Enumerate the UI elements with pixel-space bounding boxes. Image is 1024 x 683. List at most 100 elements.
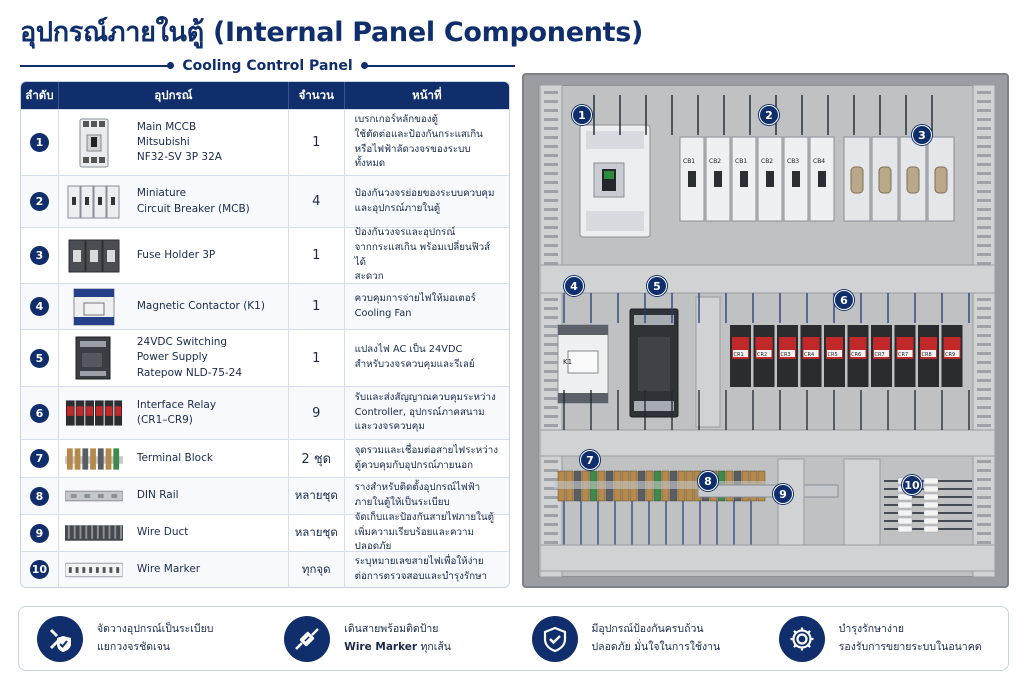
panel-marker-2: 2: [759, 105, 779, 125]
feature-protection-line2: ปลอดภัย มั่นใจในการใช้งาน: [591, 640, 721, 653]
relay-label: CR7: [875, 352, 885, 358]
table-row: 9 Wire Duct หลายชุด จัดเก็บและป้องกันสาย…: [21, 511, 509, 553]
wire-marker-icon: [284, 615, 331, 662]
panel-marker-4: 4: [564, 276, 584, 296]
header-qty: จำนวน: [289, 82, 345, 109]
mcb-label: CB3: [787, 158, 799, 165]
device-function: เบรกเกอร์หลักของตู้ ใช้ตัดต่อและป้องกันก…: [354, 114, 483, 170]
row-number: 6: [29, 403, 49, 423]
device-name: Wire Marker: [136, 562, 201, 575]
device-name: Interface Relay (CR1–CR9): [136, 398, 217, 426]
device-function: จัดเก็บและป้องกันสายไฟภายในตู้ เพิ่มความ…: [354, 511, 494, 553]
device-name: Terminal Block: [136, 451, 213, 464]
mcb-thumbnail-icon: [65, 182, 123, 222]
feature-maintenance-line2: รองรับการขยายระบบในอนาคต: [838, 640, 982, 653]
subtitle-divider-right: [360, 63, 515, 69]
panel-marker-9: 9: [773, 484, 793, 504]
contactor-thumbnail-icon: [65, 287, 123, 327]
table-row: 7 Terminal Block 2 ชุด จุดรวมและเชื่อมต่…: [21, 439, 509, 477]
right-wire-duct: [972, 84, 996, 578]
mcb-device: CB3: [783, 136, 809, 222]
feature-protection-line1: มีอุปกรณ์ป้องกันครบถ้วน: [591, 623, 704, 636]
mcb-device: CB1: [731, 136, 757, 222]
device-name: Wire Duct: [136, 526, 189, 539]
table-row: 1 Main MCCB Mitsubishi NF32-SV 3P 32A 1 …: [21, 109, 509, 175]
din-rail: [554, 481, 774, 489]
header-function: หน้าที่: [412, 87, 442, 102]
wire-marker: [923, 485, 939, 493]
fuse-holder-device: [843, 136, 871, 222]
feature-protection: มีอุปกรณ์ป้องกันครบถ้วนปลอดภัย มั่นใจในก…: [514, 615, 761, 662]
relay-label: CR1: [734, 352, 744, 358]
wire-marker-thumbnail-icon: [64, 550, 123, 588]
feature-organized: จัดวางอุปกรณ์เป็นระเบียบแยกวงจรชัดเจน: [19, 615, 266, 662]
device-function: รับและส่งสัญญาณควบคุมระหว่าง Controller,…: [354, 391, 496, 433]
device-function: ระบุหมายเลขสายไฟเพื่อให้ง่าย ต่อการตรวจส…: [354, 555, 488, 582]
power-supply-thumbnail-icon: [65, 336, 123, 380]
relay-label: CR8: [922, 352, 932, 358]
panel-marker-1: 1: [572, 105, 592, 125]
wire-marker: [923, 517, 939, 525]
power-supply-device: [629, 308, 679, 418]
table-header: ลำดับ อุปกรณ์ จำนวน หน้าที่: [21, 82, 509, 109]
header-device: อุปกรณ์: [59, 82, 289, 109]
mcb-device: CB2: [705, 136, 731, 222]
device-qty: ทุกจุด: [289, 552, 345, 587]
panel-marker-6: 6: [834, 290, 854, 310]
mccb-device: [579, 124, 651, 238]
feature-wire-marker-bold: Wire Marker: [344, 640, 418, 653]
device-qty: 1: [289, 330, 345, 386]
relay-device: CR3: [777, 325, 798, 387]
device-function: ควบคุมการจ่ายไฟให้มอเตอร์ Cooling Fan: [354, 292, 476, 319]
terminal-block-thumbnail-icon: [64, 439, 123, 479]
table-row: 3 Fuse Holder 3P 1 ป้องกันวงจรและอุปกรณ์…: [21, 227, 509, 283]
fuse-holder-thumbnail-icon: [65, 236, 123, 276]
header-no: ลำดับ: [21, 82, 59, 109]
wire-marker: [923, 501, 939, 509]
table-row: 10 Wire Marker ทุกจุด ระบุหมายเลขสายไฟเพ…: [21, 551, 509, 587]
mcb-device: CB4: [809, 136, 835, 222]
tools-shield-icon: [37, 615, 83, 662]
row-number: 4: [29, 297, 49, 316]
row-number: 5: [29, 348, 49, 368]
row-number: 3: [29, 246, 49, 265]
device-name: Fuse Holder 3P: [136, 248, 216, 261]
row-number: 2: [29, 192, 49, 211]
device-qty: 1: [289, 110, 345, 175]
panel-marker-5: 5: [647, 276, 667, 296]
shield-check-icon: [531, 615, 578, 662]
table-row: 5 24VDC Switching Power Supply Ratepow N…: [21, 329, 509, 386]
page-title: อุปกรณ์ภายในตู้ (Internal Panel Componen…: [20, 17, 644, 48]
relay-label: CR3: [781, 352, 791, 358]
mcb-label: CB1: [683, 158, 695, 165]
device-name: Main MCCB Mitsubishi NF32-SV 3P 32A: [136, 120, 222, 164]
contactor-device: K1: [557, 324, 609, 404]
device-qty: 1: [289, 228, 345, 283]
mccb-thumbnail-icon: [65, 118, 123, 167]
wire-marker: [923, 509, 939, 517]
table-row: 6 Interface Relay (CR1–CR9) 9 รับและส่งส…: [21, 386, 509, 439]
panel-marker-8: 8: [698, 471, 718, 491]
row-number: 9: [29, 523, 49, 543]
relay-device: CR7: [894, 325, 916, 387]
wire-marker: [897, 509, 913, 517]
device-qty: 2 ชุด: [289, 440, 345, 477]
wire-marker: [923, 477, 939, 485]
device-qty: 9: [289, 387, 345, 439]
panel-marker-3: 3: [912, 125, 932, 145]
subtitle-divider-left: [20, 63, 175, 69]
relay-label: CR2: [757, 352, 767, 358]
feature-maintenance: บำรุงรักษาง่ายรองรับการขยายระบบในอนาคต: [761, 615, 1008, 662]
relay-label: CR7: [898, 352, 908, 358]
gear-icon: [778, 615, 825, 662]
device-function: แปลงไฟ AC เป็น 24VDC สำหรับวงจรควบคุมและ…: [354, 344, 475, 370]
relay-device: CR7: [871, 325, 892, 387]
mcb-label: CB1: [735, 158, 747, 165]
fuse-holder-device: [899, 136, 927, 222]
device-function: รางสำหรับติดตั้งอุปกรณ์ไฟฟ้า ภายในตู้ให้…: [354, 482, 481, 508]
relay-thumbnail-icon: [65, 393, 123, 433]
panel-marker-7: 7: [580, 450, 600, 470]
